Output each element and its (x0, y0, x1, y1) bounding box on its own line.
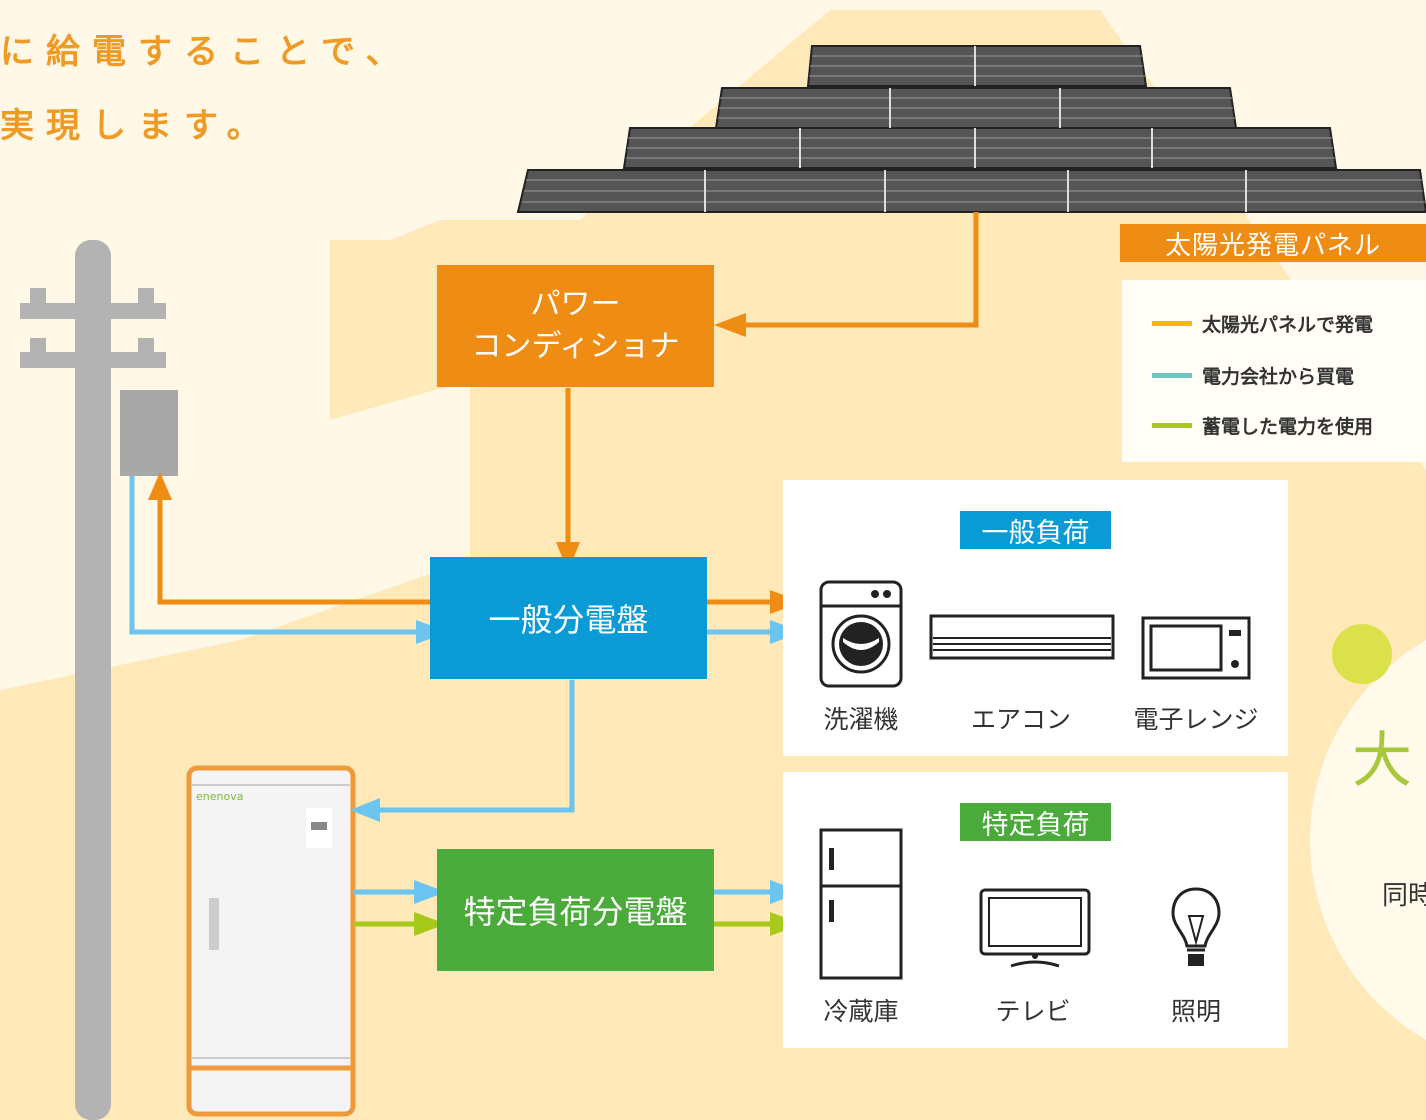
television-icon (979, 888, 1091, 968)
headline-line-1: に給電することで、 (0, 32, 412, 72)
washing-machine-icon (819, 580, 903, 688)
legend-swatch-battery (1152, 423, 1192, 428)
legend: 太陽光パネルで発電 電力会社から買電 蓄電した電力を使用 (1122, 280, 1426, 462)
legend-label-grid: 電力会社から買電 (1202, 366, 1355, 388)
specific-distribution-panel: 特定負荷分電盤 (437, 849, 714, 971)
feature-heading-char: 大 (1352, 726, 1412, 796)
headline-line-2: 実現します。 (0, 106, 273, 146)
appliance-label-television: テレビ (995, 997, 1071, 1026)
feature-circle (1310, 624, 1426, 1040)
general-load-card: 一般負荷 洗濯機 エアコン 電子レンジ (783, 480, 1288, 756)
appliance-label-air-conditioner: エアコン (970, 705, 1071, 734)
battery-unit (186, 765, 356, 1117)
power-conditioner-box: パワー コンディショナ (437, 265, 714, 387)
legend-swatch-grid (1152, 373, 1192, 378)
power-conditioner-line-1: パワー (530, 287, 621, 322)
feature-text: 同時 (1382, 881, 1426, 911)
legend-label-solar: 太陽光パネルで発電 (1202, 314, 1374, 336)
power-conditioner-line-2: コンディショナ (471, 329, 680, 364)
appliance-label-light: 照明 (1170, 997, 1221, 1026)
appliance-label-microwave: 電子レンジ (1133, 705, 1259, 734)
appliance-label-refrigerator: 冷蔵庫 (823, 997, 899, 1026)
legend-item-grid: 電力会社から買電 (1152, 362, 1354, 389)
solar-panel-label: 太陽光発電パネル (1120, 224, 1426, 262)
legend-swatch-solar (1152, 321, 1192, 326)
general-distribution-panel: 一般分電盤 (430, 557, 707, 679)
utility-pole (20, 240, 178, 1120)
solar-panel-array (516, 45, 1426, 213)
general-load-tag: 一般負荷 (960, 511, 1111, 549)
refrigerator-icon (819, 828, 903, 980)
air-conditioner-icon (929, 614, 1115, 660)
battery-brand-label: enenova (196, 790, 244, 803)
legend-item-battery: 蓄電した電力を使用 (1152, 412, 1373, 439)
microwave-icon (1141, 616, 1251, 680)
light-bulb-icon (1171, 887, 1221, 966)
legend-label-battery: 蓄電した電力を使用 (1202, 416, 1374, 438)
specific-load-card: 特定負荷 冷蔵庫 テレビ 照明 (783, 772, 1288, 1048)
appliance-label-washing-machine: 洗濯機 (823, 705, 899, 734)
legend-item-solar: 太陽光パネルで発電 (1152, 310, 1373, 337)
specific-load-tag: 特定負荷 (960, 803, 1111, 841)
